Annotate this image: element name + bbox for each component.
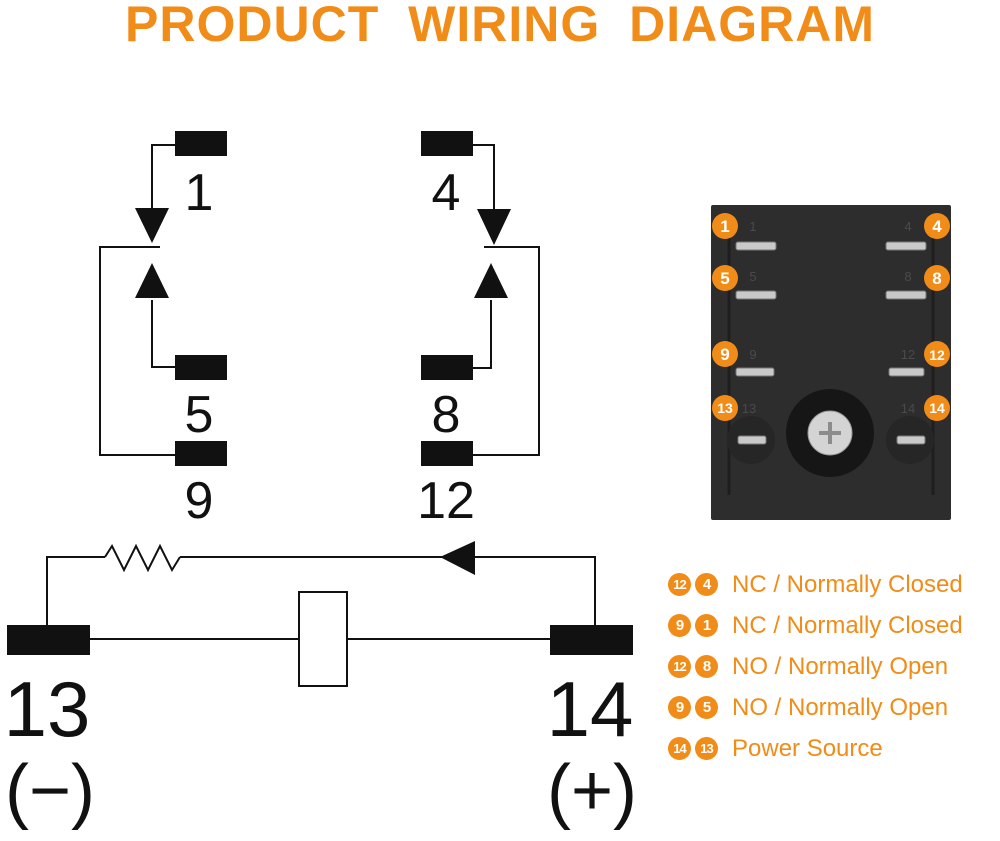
photo-badge-14: 14 [924, 395, 950, 421]
pin-8 [885, 290, 927, 300]
wire-12-common-right [473, 246, 540, 456]
wire-4-to-contact [473, 144, 495, 210]
terminal-13 [7, 625, 90, 655]
pin-5 [735, 290, 777, 300]
legend-row: 9 1 NC / Normally Closed [668, 605, 963, 646]
terminal-label-14: 14 [547, 665, 634, 753]
terminal-5 [175, 355, 227, 380]
wire-14-to-diode [440, 556, 596, 625]
legend-badge: 9 [668, 614, 691, 637]
pin-13 [737, 435, 767, 445]
engraved-1: 1 [749, 219, 756, 234]
contact-arrow-down-right-icon [477, 209, 511, 245]
terminal-14 [550, 625, 633, 655]
legend-row: 12 4 NC / Normally Closed [668, 564, 963, 605]
engraved-9: 9 [749, 347, 756, 362]
svg-text:12: 12 [929, 347, 945, 363]
engraved-14: 14 [901, 401, 915, 416]
photo-badge-13: 13 [712, 395, 738, 421]
legend-badge: 1 [695, 614, 718, 637]
legend-badge: 12 [668, 655, 691, 678]
legend-badge: 14 [668, 737, 691, 760]
terminal-label-9: 9 [185, 472, 214, 530]
terminal-4 [421, 131, 473, 156]
legend-text: NC / Normally Closed [732, 570, 963, 598]
legend-row: 14 13 Power Source [668, 728, 963, 769]
terminal-8 [421, 355, 473, 380]
legend-text: NC / Normally Closed [732, 611, 963, 639]
pin-legend: 12 4 NC / Normally Closed 9 1 NC / Norma… [668, 564, 963, 769]
terminal-label-5: 5 [185, 386, 214, 444]
photo-badge-9: 9 [712, 341, 738, 367]
terminal-label-1: 1 [185, 164, 214, 222]
polarity-negative: (−) [5, 751, 95, 831]
photo-badge-1: 1 [712, 213, 738, 239]
wire-1-to-contact [151, 144, 175, 210]
legend-badge: 9 [668, 696, 691, 719]
pin-9 [735, 367, 775, 377]
terminal-12 [421, 441, 473, 466]
engraved-4: 4 [904, 219, 911, 234]
polarity-positive: (+) [547, 751, 637, 831]
svg-text:14: 14 [929, 400, 945, 416]
svg-text:8: 8 [932, 269, 941, 288]
wire-9-common-left [99, 246, 175, 456]
wire-13-to-resistor [46, 556, 105, 625]
diode-arrow-left-icon [440, 541, 475, 575]
svg-text:9: 9 [720, 345, 729, 364]
pin-14 [896, 435, 926, 445]
terminal-label-4: 4 [432, 164, 461, 222]
svg-text:1: 1 [720, 217, 729, 236]
pin-12 [888, 367, 925, 377]
legend-badge: 4 [695, 573, 718, 596]
legend-text: Power Source [732, 734, 883, 762]
legend-badge: 8 [695, 655, 718, 678]
terminal-label-8: 8 [432, 386, 461, 444]
wire-5-to-contact [151, 300, 175, 368]
page-title: PRODUCT WIRING DIAGRAM [125, 0, 875, 52]
svg-text:13: 13 [717, 400, 733, 416]
terminal-label-12: 12 [417, 472, 475, 530]
contact-arrow-up-right-icon [474, 263, 508, 298]
resistor [104, 543, 181, 573]
legend-row: 9 5 NO / Normally Open [668, 687, 963, 728]
engraved-5: 5 [749, 269, 756, 284]
svg-text:4: 4 [932, 217, 942, 236]
photo-badge-8: 8 [924, 265, 950, 291]
legend-text: NO / Normally Open [732, 693, 949, 721]
legend-badge: 5 [695, 696, 718, 719]
wire-8-to-contact [473, 300, 492, 369]
relay-bottom-view: 1 4 5 8 9 12 13 14 1 4 5 8 9 12 13 14 [711, 205, 951, 520]
contact-arrow-down-left-icon [135, 208, 169, 243]
screw-cross-icon [819, 422, 841, 444]
pin-4 [885, 241, 927, 251]
pin-1 [735, 241, 777, 251]
photo-badge-5: 5 [712, 265, 738, 291]
photo-badge-12: 12 [924, 341, 950, 367]
terminal-9 [175, 441, 227, 466]
coil [298, 591, 348, 687]
engraved-8: 8 [904, 269, 911, 284]
terminal-label-13: 13 [4, 665, 91, 753]
terminal-1 [175, 131, 227, 156]
photo-badge-4: 4 [924, 213, 950, 239]
legend-text: NO / Normally Open [732, 652, 949, 680]
engraved-12: 12 [901, 347, 915, 362]
engraved-13: 13 [742, 401, 756, 416]
contact-arrow-up-left-icon [135, 263, 169, 298]
legend-badge: 12 [668, 573, 691, 596]
legend-badge: 13 [695, 737, 718, 760]
legend-row: 12 8 NO / Normally Open [668, 646, 963, 687]
svg-text:5: 5 [720, 269, 729, 288]
